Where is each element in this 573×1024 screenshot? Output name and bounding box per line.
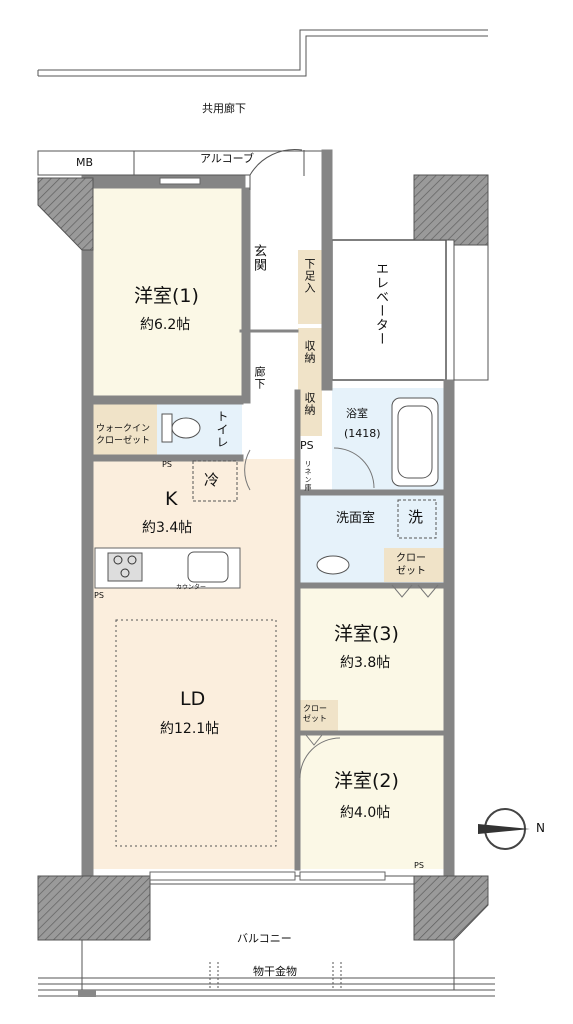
ps-label-2: PS — [162, 460, 172, 469]
corridor-label: 共用廊下 — [202, 102, 246, 115]
closet-b-fill — [300, 700, 338, 734]
storage-label-1: 収納 — [303, 340, 316, 364]
ldk-fill — [93, 459, 297, 869]
wic-label: ウォークイン クローゼット — [96, 424, 151, 446]
room-kitchen-size: 約3.4帖 — [142, 520, 193, 536]
western1-fill — [93, 188, 242, 403]
western2-fill — [298, 733, 444, 869]
entrance-label: 玄関 — [251, 244, 266, 272]
column-top-left — [37, 177, 94, 251]
fridge-label: 冷 — [204, 471, 220, 489]
bath-size-label: (1418) — [344, 427, 381, 440]
ps-label-1: PS — [300, 439, 314, 452]
shoe-box-label: 下足入 — [303, 258, 316, 294]
room-western1-size: 約6.2帖 — [140, 317, 191, 333]
balcony-label: バルコニー — [237, 932, 292, 945]
counter-label: カウンター — [176, 584, 207, 591]
toilet-label: トイレ — [215, 410, 229, 449]
room-kitchen-name: K — [165, 488, 178, 510]
room-ld-size: 約12.1帖 — [160, 721, 220, 737]
mb-label: MB — [76, 156, 94, 169]
corridor-wall — [38, 29, 488, 71]
hall-fill — [242, 188, 298, 488]
washroom-label: 洗面室 — [336, 511, 376, 526]
north-label: N — [536, 821, 545, 835]
alcove-label: アルコーブ — [200, 152, 255, 165]
mb-box — [37, 150, 135, 176]
bath-label: 浴室 — [346, 407, 368, 420]
linen-label: リネン庫 — [304, 460, 312, 492]
closet-a-label: クロー ゼット — [396, 553, 426, 577]
wic-fill — [93, 403, 157, 459]
elevator-label: エレベーター — [373, 262, 388, 346]
shoe-fill — [298, 250, 322, 324]
column-top-right — [413, 174, 489, 246]
closet-a-fill — [384, 548, 444, 582]
room-western2-size: 約4.0帖 — [340, 805, 391, 821]
room-western1-name: 洋室(1) — [134, 285, 199, 307]
hall-label: 廊下 — [253, 366, 266, 390]
room-western2-name: 洋室(2) — [334, 770, 399, 792]
closet-b-label: クロー ゼット — [303, 704, 327, 724]
washer-label: 洗 — [408, 508, 424, 526]
room-western3-size: 約3.8帖 — [340, 655, 391, 671]
ps-label-3: PS — [94, 591, 104, 600]
elevator-box — [331, 239, 447, 381]
compass-icon — [478, 808, 530, 850]
storage-label-2: 収納 — [303, 392, 316, 416]
laundry-rack-label: 物干金物 — [253, 965, 297, 978]
column-bottom-left — [37, 875, 151, 941]
room-ld-name: LD — [180, 688, 206, 710]
column-bottom-right — [413, 875, 489, 941]
room-western3-name: 洋室(3) — [334, 623, 399, 645]
column-right-strip — [453, 244, 489, 381]
ps-label-4: PS — [414, 861, 424, 870]
storage-fill — [298, 328, 322, 436]
